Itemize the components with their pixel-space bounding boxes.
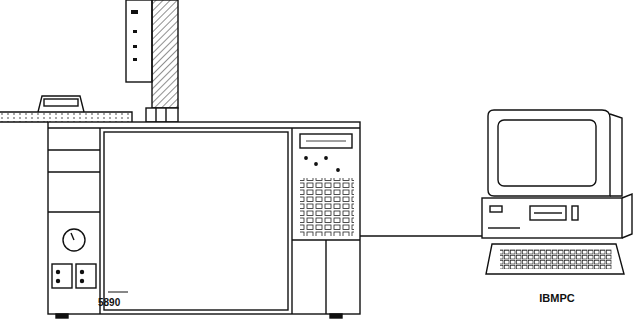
model-label: IBMPC — [539, 292, 574, 304]
model-label: 5890 — [98, 297, 120, 308]
gas-chromatograph-drawing — [0, 0, 360, 318]
computer-unit: IBMPC — [482, 108, 632, 308]
personal-computer-drawing — [482, 110, 632, 274]
data-cable — [360, 235, 482, 236]
chromatograph-unit: 5890 — [48, 122, 360, 314]
